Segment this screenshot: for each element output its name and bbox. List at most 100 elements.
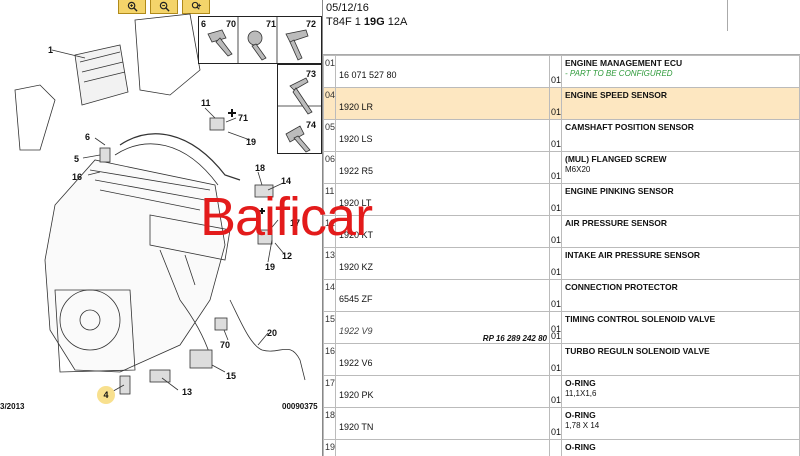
zoom-out-button[interactable] — [150, 0, 178, 14]
part-reference-cell: 1920 KZ — [335, 247, 550, 280]
part-reference: 1920 TN — [339, 422, 374, 432]
part-qty: 01 — [551, 427, 562, 437]
part-index-cell: 17 — [323, 375, 336, 408]
callout-11[interactable]: 11 — [201, 98, 211, 108]
part-index: 16 — [325, 346, 336, 356]
part-index-cell: 05 — [323, 119, 336, 152]
part-qty-cell: 01 — [549, 247, 562, 280]
callout-19-bottom[interactable]: 19 — [265, 262, 276, 272]
zoom-in-button[interactable] — [118, 0, 146, 14]
part-reference: 1920 KZ — [339, 262, 374, 272]
callout-70[interactable]: 70 — [220, 340, 231, 350]
zoom-in-icon — [127, 1, 138, 12]
part-reference-cell: 1920 TN — [335, 407, 550, 440]
part-qty: 01 — [551, 107, 562, 117]
part-description: O-RING — [565, 442, 596, 452]
part-description-cell: CONNECTION PROTECTOR — [561, 279, 800, 312]
hardware-num-74: 74 — [306, 120, 317, 130]
part-index-cell: 12 — [323, 215, 336, 248]
callout-17[interactable]: 17 — [290, 218, 301, 228]
part-index: 04 — [325, 90, 336, 100]
part-qty: 01 — [551, 203, 562, 213]
part-qty-cell: 01 — [549, 375, 562, 408]
part-description-cell: O-RING — [561, 439, 800, 456]
part-reference: 1922 V6 — [339, 358, 373, 368]
part-reference-cell: 1922 V6 — [335, 343, 550, 376]
callout-18[interactable]: 18 — [255, 163, 266, 173]
callout-4-highlighted[interactable]: 4 — [97, 386, 115, 404]
part-reference: 1920 LS — [339, 134, 373, 144]
hardware-num-6: 6 — [201, 19, 207, 29]
header-date: 05/12/16 — [326, 2, 369, 14]
part-qty: 01 — [551, 395, 562, 405]
callout-1[interactable]: 1 — [48, 45, 54, 55]
screws-illustration — [207, 16, 322, 153]
part-index: 06 — [325, 154, 336, 164]
part-index: 14 — [325, 282, 336, 292]
part-reference-cell: 1920 LS — [335, 119, 550, 152]
part-reference-cell: 1920 LR — [335, 87, 550, 120]
part-description: TIMING CONTROL SOLENOID VALVE — [565, 314, 716, 324]
part-description: AIR PRESSURE SENSOR — [565, 218, 668, 228]
part-qty-cell: 01 — [549, 55, 562, 88]
callout-15[interactable]: 15 — [226, 371, 237, 381]
part-reference: 1920 PK — [339, 390, 374, 400]
panel-divider — [322, 0, 323, 456]
zoom-out-icon — [159, 1, 170, 12]
part-qty-cell: 01 — [549, 87, 562, 120]
callout-14[interactable]: 14 — [281, 176, 292, 186]
callout-20[interactable]: 20 — [267, 328, 278, 338]
part-index-cell: 13 — [323, 247, 336, 280]
replacement-qty: 01 — [551, 331, 562, 341]
part-qty: 01 — [551, 324, 562, 334]
callout-71[interactable]: 71 — [238, 113, 249, 123]
part-description-detail: 1,78 X 14 — [565, 421, 600, 430]
part-qty: 01 — [551, 139, 562, 149]
hardware-num-73: 73 — [306, 69, 317, 79]
callout-16[interactable]: 16 — [72, 172, 83, 182]
callout-13[interactable]: 13 — [182, 387, 193, 397]
part-qty: 01 — [551, 75, 562, 85]
part-description-cell: ENGINE SPEED SENSOR — [561, 87, 800, 120]
part-index-cell: 11 — [323, 183, 336, 216]
part-description: ENGINE PINKING SENSOR — [565, 186, 674, 196]
part-description-cell: INTAKE AIR PRESSURE SENSOR — [561, 247, 800, 280]
header-separator — [727, 0, 728, 31]
part-index: 01 — [325, 58, 336, 68]
callout-5[interactable]: 5 — [74, 154, 80, 164]
part-index-cell: 04 — [323, 87, 336, 120]
part-qty-cell: 01 — [549, 279, 562, 312]
pan-zoom-button[interactable] — [182, 0, 210, 14]
callout-6[interactable]: 6 — [85, 132, 91, 142]
part-qty-cell: 01 — [549, 151, 562, 184]
diagram-code: 00090375 — [282, 402, 318, 411]
part-description: CAMSHAFT POSITION SENSOR — [565, 122, 694, 132]
part-description: ENGINE SPEED SENSOR — [565, 90, 668, 100]
hardware-num-70: 70 — [226, 19, 237, 29]
part-index: 11 — [325, 186, 335, 196]
part-reference-cell: 1920 KT — [335, 215, 550, 248]
part-qty-cell: 01 — [549, 215, 562, 248]
part-description-cell: ENGINE MANAGEMENT ECU- PART TO BE CONFIG… — [561, 55, 800, 88]
callout-19-top[interactable]: 19 — [246, 137, 257, 147]
part-reference: 16 071 527 80 — [339, 70, 397, 80]
callout-12[interactable]: 12 — [282, 251, 293, 261]
exploded-diagram: 6 70 71 72 73 74 1 11 71 6 19 5 16 18 14… — [0, 0, 322, 456]
